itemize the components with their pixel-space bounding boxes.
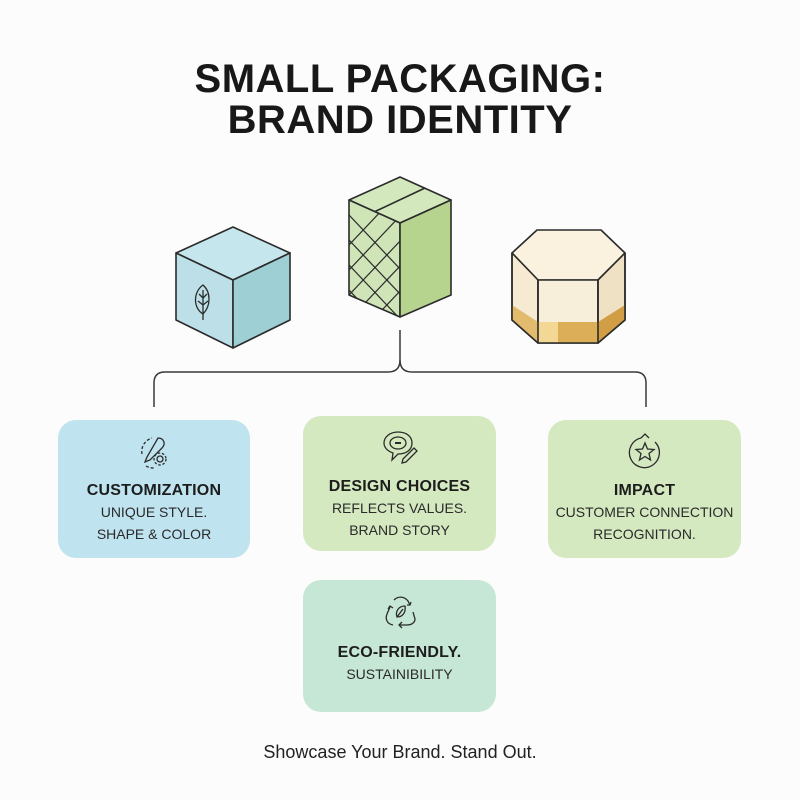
green-box-package xyxy=(348,176,452,318)
card-heading: ECO-FRIENDLY. xyxy=(337,644,462,661)
card-heading: CUSTOMIZATION xyxy=(86,482,222,499)
page-title-line-2: BRAND IDENTITY xyxy=(227,98,573,142)
card-heading: DESIGN CHOICES xyxy=(328,478,471,495)
card-line: SUSTAINIBILITY xyxy=(346,666,453,682)
recycle-leaf-icon xyxy=(385,596,416,629)
card-heading: IMPACT xyxy=(613,482,676,499)
card-line: SHAPE & COLOR xyxy=(96,526,212,542)
leaf-icon xyxy=(194,284,210,320)
brush-gear-icon xyxy=(141,437,167,469)
chat-pencil-icon xyxy=(382,431,418,464)
card-customization: CUSTOMIZATION UNIQUE STYLE. SHAPE & COLO… xyxy=(58,420,250,558)
card-design-choices: DESIGN CHOICES REFLECTS VALUES. BRAND ST… xyxy=(303,416,496,551)
cream-hexagon-package xyxy=(511,229,626,344)
star-circle-icon xyxy=(628,433,660,469)
blue-cube-package xyxy=(175,226,291,349)
card-eco-friendly: ECO-FRIENDLY. SUSTAINIBILITY xyxy=(303,580,496,712)
connector-bracket xyxy=(153,330,647,407)
card-line: BRAND STORY xyxy=(349,522,450,538)
page-title-line-1: SMALL PACKAGING: xyxy=(194,57,606,101)
card-line: REFLECTS VALUES. xyxy=(331,500,468,516)
card-line: RECOGNITION. xyxy=(593,526,696,542)
card-line: CUSTOMER CONNECTION xyxy=(555,504,734,520)
card-line: UNIQUE STYLE. xyxy=(100,504,208,520)
card-impact: IMPACT CUSTOMER CONNECTION RECOGNITION. xyxy=(548,420,741,558)
tagline: Showcase Your Brand. Stand Out. xyxy=(263,742,537,762)
